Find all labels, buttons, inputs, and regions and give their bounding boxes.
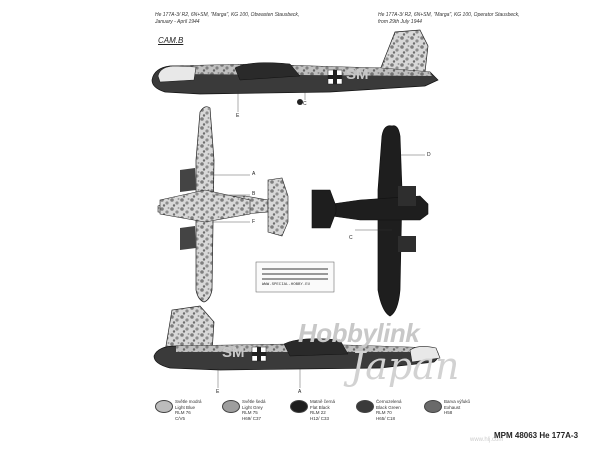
stencil-box [255, 261, 335, 293]
bottom-side-profile [153, 305, 441, 371]
callout-a-planform: A [252, 171, 256, 177]
callout-d-right: D [427, 152, 431, 158]
callout-a-bottom: A [298, 389, 302, 395]
callout-e-top: E [236, 113, 240, 119]
paint-swatch [356, 400, 374, 413]
tailplane-lower-right [311, 189, 337, 229]
callout-f-planform: F [252, 219, 256, 225]
stencil-caption: WWW.SPECIAL-HOBBY.EU [262, 283, 311, 287]
top-side-profile [151, 29, 439, 105]
callout-b-planform: B [252, 191, 256, 197]
balkenkreuz-bottom [251, 346, 267, 362]
leader-lines [210, 90, 425, 388]
callout-e-bottom: E [216, 389, 220, 395]
paint-swatch-label: Světle modrá Light Blue RLM 76 C/V5 [175, 399, 202, 421]
watermark-sub: Japan [350, 344, 460, 388]
watermark-main: Hobbylink [298, 318, 420, 348]
paint-swatch-label: Světle šedá Light Grey RLM 75 H69/ C37 [242, 399, 266, 421]
tailplane-upper-left [267, 177, 289, 237]
wings-upper-left [159, 189, 251, 223]
footer-product-code: MPM 48063 He 177A-3 [494, 431, 579, 440]
upper-planform [157, 106, 289, 303]
paint-swatch-label: Matně černá Flat Black RLM 22 H12/ C33 [310, 399, 336, 421]
fuselage-lower-right [377, 125, 403, 317]
balkenkreuz-top [327, 69, 343, 85]
paint-swatch [155, 400, 173, 413]
callout-c-top: C [303, 101, 307, 107]
paint-swatch [222, 400, 240, 413]
header-note-left: He 177A-3/ R2, 6N+SM, "Marga", KG 100, O… [155, 12, 300, 25]
paint-swatch [424, 400, 442, 413]
paint-swatch [290, 400, 308, 413]
nacelle-bottom [283, 338, 349, 357]
nacelle-top [234, 62, 301, 81]
fin-top [379, 29, 429, 73]
header-note-right: He 177A-3/ R2, 6N+SM, "Marga", KG 100, O… [378, 12, 520, 25]
canopy-bottom [409, 346, 441, 363]
fin-bottom [164, 305, 215, 353]
paint-swatch-label: Černozelená Black Green RLM 70 H65/ C18 [376, 399, 402, 421]
canopy-top [157, 65, 197, 83]
fuselage-code-bottom: SM [222, 344, 245, 361]
view-label: CAM.B [158, 36, 184, 45]
callout-c-right: C [349, 235, 353, 241]
lower-planform [311, 125, 429, 317]
watermark-url: www.hlj.com [470, 437, 504, 443]
paint-swatch-label: Barva výfuků Exhaust H58 [444, 399, 471, 415]
fuselage-code-top: SM [346, 66, 369, 83]
